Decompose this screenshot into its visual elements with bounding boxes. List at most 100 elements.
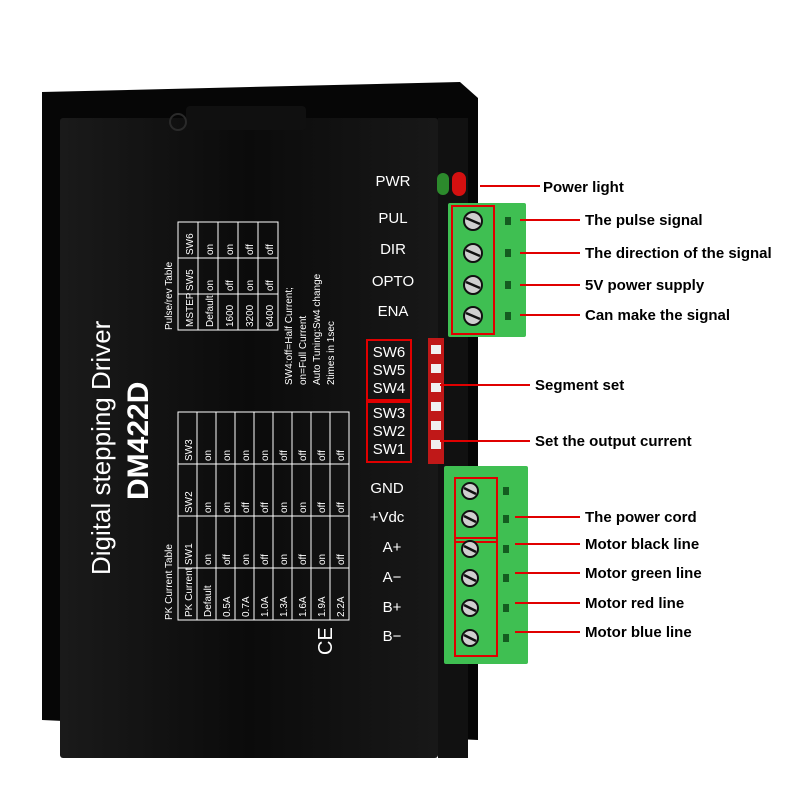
pulse-table-cell: 1600 bbox=[225, 304, 236, 327]
pulse-table-cell: off bbox=[245, 244, 256, 255]
pk-table-cell: on bbox=[279, 502, 290, 513]
wire-slot bbox=[503, 574, 509, 582]
label-ena: ENA bbox=[378, 303, 409, 320]
pulse-table-cell: on bbox=[245, 280, 256, 291]
pulse-table-cell: MSTEP bbox=[185, 292, 196, 327]
screw-slot bbox=[463, 633, 477, 643]
signal-terminal-block bbox=[448, 203, 526, 337]
dip-switch-block bbox=[428, 338, 444, 464]
pk-table-cell: SW1 bbox=[184, 543, 195, 565]
signal-terminal-body bbox=[448, 203, 526, 337]
pk-table-cell: on bbox=[298, 502, 309, 513]
pk-table-cell: 1.3A bbox=[279, 596, 290, 617]
pulse-table-cell: on bbox=[225, 244, 236, 255]
pk-table-cell: off bbox=[336, 450, 347, 461]
pk-table-cell: on bbox=[203, 502, 214, 513]
mounting-bracket-top bbox=[186, 106, 306, 130]
pulse-table-cell: 3200 bbox=[245, 304, 256, 327]
pk-table-cell: 1.9A bbox=[317, 596, 328, 617]
callout-power-cord: The power cord bbox=[585, 509, 697, 526]
dip-switch-toggle bbox=[431, 402, 441, 411]
callout-direction-signal: The direction of the signal bbox=[585, 245, 772, 262]
motor-terminal-highlight bbox=[454, 537, 498, 657]
pk-table-cell: off bbox=[317, 450, 328, 461]
pk-table-cell: on bbox=[222, 502, 233, 513]
power-labels: GND +Vdc A+ A− B+ B− bbox=[370, 480, 405, 645]
power-led bbox=[437, 172, 466, 196]
screw-slot bbox=[465, 280, 481, 290]
wire-slot bbox=[505, 249, 511, 257]
pk-table-title: PK Current Table bbox=[164, 544, 175, 620]
dip-switch-toggle bbox=[431, 364, 441, 373]
pk-table-cell: 1.6A bbox=[298, 596, 309, 617]
pk-table-cell: 0.7A bbox=[241, 596, 252, 617]
pulse-table-cell: off bbox=[225, 280, 236, 291]
screw-slot bbox=[463, 603, 477, 613]
pulse-table-cell: SW5 bbox=[185, 269, 196, 291]
pulse-table-cell: 6400 bbox=[265, 304, 276, 327]
label-sw1: SW1 bbox=[373, 441, 406, 458]
label-sw5: SW5 bbox=[373, 362, 406, 379]
callout-motor-black: Motor black line bbox=[585, 536, 699, 553]
wire-slot bbox=[503, 487, 509, 495]
callout-motor-green: Motor green line bbox=[585, 565, 702, 582]
label-dir: DIR bbox=[380, 241, 406, 258]
label-opto: OPTO bbox=[372, 273, 414, 290]
ce-mark: CE bbox=[315, 627, 337, 655]
label-a-minus: A− bbox=[383, 569, 402, 586]
pk-table-cell: off bbox=[260, 554, 271, 565]
table-frame bbox=[177, 221, 279, 331]
label-pwr: PWR bbox=[376, 173, 411, 190]
pk-table-cell: on bbox=[260, 450, 271, 461]
pk-table-cell: off bbox=[260, 502, 271, 513]
pk-table-cell: off bbox=[336, 502, 347, 513]
note-line: Auto Tuning:Sw4 change bbox=[312, 273, 323, 385]
signal-labels: PWR PUL DIR OPTO ENA bbox=[372, 173, 414, 320]
pk-table-cell: SW2 bbox=[184, 491, 195, 513]
pk-table-cell: off bbox=[336, 554, 347, 565]
pk-table-cell: on bbox=[203, 450, 214, 461]
label-sw4: SW4 bbox=[373, 380, 406, 397]
note-line: SW4:off=Half Current; bbox=[284, 287, 295, 385]
pk-table-cell: 1.0A bbox=[260, 596, 271, 617]
wire-slot bbox=[505, 312, 511, 320]
pk-table-cell: on bbox=[279, 554, 290, 565]
pk-table-cell: off bbox=[298, 450, 309, 461]
callout-output-current: Set the output current bbox=[535, 433, 692, 450]
signal-terminal-highlight bbox=[451, 205, 495, 335]
callout-motor-red: Motor red line bbox=[585, 595, 684, 612]
label-sw6: SW6 bbox=[373, 344, 406, 361]
pk-table-cell: 0.5A bbox=[222, 596, 233, 617]
current-switch-box bbox=[366, 401, 412, 463]
pk-table-cell: on bbox=[241, 554, 252, 565]
callout-pulse-signal: The pulse signal bbox=[585, 212, 703, 229]
segment-switch-box bbox=[366, 339, 412, 401]
mounting-screw-icon bbox=[169, 113, 187, 131]
callouts: Power light The pulse signal The directi… bbox=[440, 179, 772, 641]
wire-slot bbox=[505, 281, 511, 289]
pulse-table-cell: off bbox=[265, 280, 276, 291]
label-pul: PUL bbox=[378, 210, 407, 227]
dip-switch-toggle bbox=[431, 345, 441, 354]
pk-table-cell: off bbox=[279, 450, 290, 461]
dip-switch-toggle bbox=[431, 421, 441, 430]
device-title: Digital stepping Driver bbox=[86, 320, 116, 575]
pk-table-cell: SW3 bbox=[184, 439, 195, 461]
wire-slot bbox=[503, 604, 509, 612]
screw-slot bbox=[463, 486, 477, 496]
screw-slot bbox=[465, 248, 481, 258]
led-green bbox=[437, 173, 449, 195]
note-line: on=Full Current bbox=[298, 316, 309, 385]
pulse-table-cell: Default bbox=[205, 295, 216, 327]
dip-switch-toggle bbox=[431, 440, 441, 449]
note-line: 2times in 1sec bbox=[326, 321, 337, 385]
housing-front-panel bbox=[60, 118, 438, 758]
pk-table-cell: PK Current bbox=[184, 567, 195, 617]
pulse-table-title: Pulse/rev Table bbox=[164, 261, 175, 330]
screw-slot bbox=[465, 216, 481, 226]
driver-housing bbox=[42, 82, 478, 758]
callout-segment-set: Segment set bbox=[535, 377, 624, 394]
